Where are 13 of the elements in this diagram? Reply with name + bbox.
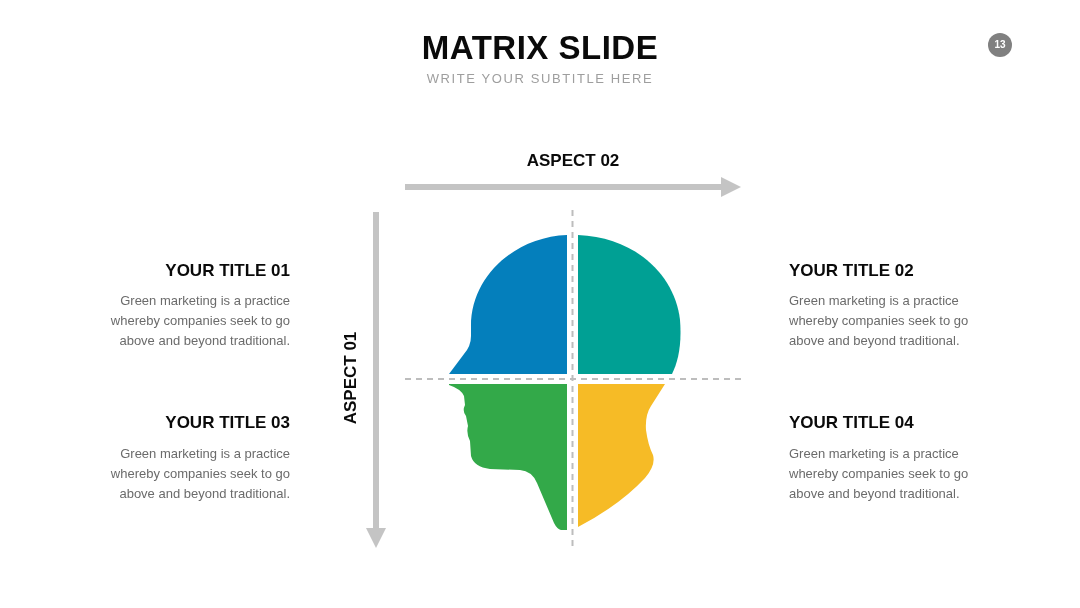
quadrant-description: Green marketing is a practice whereby companies seek to go above and beyond traditional. [789, 445, 970, 503]
quadrant-description: Green marketing is a practice whereby companies seek to go above and beyond traditional. [109, 292, 290, 350]
quadrant-description: Green marketing is a practice whereby companies seek to go above and beyond traditional. [109, 445, 290, 503]
axis-label: ASPECT 02 [526, 151, 620, 171]
quadrant-heading: YOUR TITLE 01 [165, 261, 290, 281]
quadrant-heading: YOUR TITLE 03 [165, 413, 290, 433]
quadrant-heading: YOUR TITLE 02 [789, 261, 914, 281]
axis-label: ASPECT 01 [341, 331, 361, 425]
quadrant-description: Green marketing is a practice whereby companies seek to go above and beyond traditional. [789, 292, 970, 350]
page-number: 13 [988, 33, 1012, 57]
quadrant-heading: YOUR TITLE 04 [789, 413, 914, 433]
subtitle: WRITE YOUR SUBTITLE HERE [426, 71, 654, 87]
slide-title: MATRIX SLIDE [421, 29, 659, 67]
